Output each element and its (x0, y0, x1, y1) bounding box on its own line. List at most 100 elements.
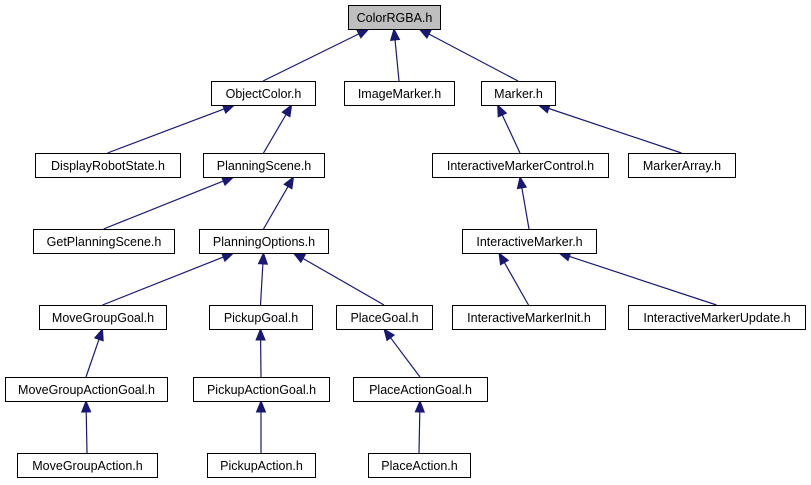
node-pickupgoal[interactable]: PickupGoal.h (209, 305, 313, 330)
arrowhead-interactivemarkercontrol-to-marker (497, 103, 508, 118)
node-label-placegoal: PlaceGoal.h (350, 311, 418, 325)
arrowhead-movegroupgoal-to-planningoptions (220, 252, 235, 263)
node-planningoptions[interactable]: PlanningOptions.h (199, 229, 329, 254)
node-marker[interactable]: Marker.h (481, 81, 556, 106)
node-movegroupactiongoal[interactable]: MoveGroupActionGoal.h (5, 377, 168, 402)
node-label-interactivemarkerupdate: InteractiveMarkerUpdate.h (643, 311, 790, 325)
node-interactivemarkerupdate[interactable]: InteractiveMarkerUpdate.h (628, 305, 806, 330)
node-box-pickupaction[interactable] (207, 453, 316, 478)
node-displayrobotstate[interactable]: DisplayRobotState.h (35, 153, 181, 178)
node-label-colorrgba: ColorRGBA.h (357, 11, 433, 25)
node-box-planningoptions[interactable] (199, 229, 329, 254)
node-box-displayrobotstate[interactable] (35, 153, 181, 178)
node-box-getplanningscene[interactable] (33, 229, 175, 254)
arrowhead-getplanningscene-to-planningscene (220, 176, 235, 187)
arrowhead-pickupaction-to-pickupactiongoal (255, 399, 267, 413)
arrowhead-marker-to-colorrgba (418, 28, 432, 39)
edge-placegoal-to-planningoptions (302, 257, 385, 306)
node-colorrgba[interactable]: ColorRGBA.h (348, 5, 441, 30)
node-markerarray[interactable]: MarkerArray.h (628, 153, 736, 178)
arrowhead-imagemarker-to-colorrgba (389, 27, 401, 41)
edge-marker-to-colorrgba (428, 33, 519, 82)
node-box-pickupgoal[interactable] (209, 305, 313, 330)
edge-interactivemarker-to-interactivemarkercontrol (521, 187, 530, 230)
node-box-placeactiongoal[interactable] (353, 377, 488, 402)
node-label-markerarray: MarkerArray.h (643, 159, 721, 173)
node-pickupaction[interactable]: PickupAction.h (207, 453, 316, 478)
node-label-placeactiongoal: PlaceActionGoal.h (369, 383, 472, 397)
arrowhead-pickupgoal-to-planningoptions (257, 251, 269, 265)
node-box-markerarray[interactable] (628, 153, 736, 178)
arrowhead-movegroupaction-to-movegroupactiongoal (80, 399, 92, 413)
node-label-movegroupgoal: MoveGroupGoal.h (52, 311, 154, 325)
node-box-interactivemarkerupdate[interactable] (628, 305, 806, 330)
node-box-movegroupgoal[interactable] (39, 305, 167, 330)
edge-movegroupgoal-to-planningoptions (102, 256, 224, 306)
node-label-marker: Marker.h (494, 87, 543, 101)
node-interactivemarkerinit[interactable]: InteractiveMarkerInit.h (452, 305, 606, 330)
arrowhead-placeactiongoal-to-placegoal (383, 327, 396, 342)
node-placeactiongoal[interactable]: PlaceActionGoal.h (353, 377, 488, 402)
node-label-pickupaction: PickupAction.h (220, 459, 303, 473)
node-label-movegroupaction: MoveGroupAction.h (32, 459, 143, 473)
node-getplanningscene[interactable]: GetPlanningScene.h (33, 229, 175, 254)
node-label-movegroupactiongoal: MoveGroupActionGoal.h (18, 383, 155, 397)
node-label-placeaction: PlaceAction.h (381, 459, 457, 473)
arrowhead-objectcolor-to-colorrgba (356, 28, 370, 39)
edge-interactivemarkerinit-to-interactivemarker (503, 262, 530, 306)
node-box-colorrgba[interactable] (348, 5, 441, 30)
edge-movegroupactiongoal-to-movegroupgoal (85, 339, 100, 378)
edge-interactivemarkercontrol-to-marker (501, 114, 521, 154)
arrowhead-movegroupactiongoal-to-movegroupgoal (93, 327, 104, 342)
arrowhead-planningscene-to-objectcolor (281, 103, 293, 118)
node-box-interactivemarkercontrol[interactable] (432, 153, 609, 178)
node-interactivemarker[interactable]: InteractiveMarker.h (462, 229, 597, 254)
node-box-placegoal[interactable] (336, 305, 433, 330)
edge-placeaction-to-placeactiongoal (418, 411, 421, 454)
node-label-interactivemarker: InteractiveMarker.h (476, 235, 582, 249)
arrowhead-planningoptions-to-planningscene (283, 175, 295, 190)
node-box-planningscene[interactable] (203, 153, 325, 178)
node-label-objectcolor: ObjectColor.h (226, 87, 302, 101)
node-imagemarker[interactable]: ImageMarker.h (344, 81, 455, 106)
node-label-displayrobotstate: DisplayRobotState.h (51, 159, 165, 173)
node-placegoal[interactable]: PlaceGoal.h (336, 305, 433, 330)
node-label-interactivemarkercontrol: InteractiveMarkerControl.h (447, 159, 594, 173)
node-objectcolor[interactable]: ObjectColor.h (211, 81, 316, 106)
edge-objectcolor-to-colorrgba (262, 33, 360, 82)
node-planningscene[interactable]: PlanningScene.h (203, 153, 325, 178)
arrowhead-pickupactiongoal-to-pickupgoal (255, 327, 266, 341)
node-movegroupgoal[interactable]: MoveGroupGoal.h (39, 305, 167, 330)
node-label-pickupgoal: PickupGoal.h (224, 311, 298, 325)
node-label-getplanningscene: GetPlanningScene.h (47, 235, 162, 249)
arrowhead-interactivemarkerinit-to-interactivemarker (498, 251, 510, 266)
edge-markerarray-to-marker (548, 107, 682, 154)
node-label-planningscene: PlanningScene.h (217, 159, 312, 173)
node-box-interactivemarker[interactable] (462, 229, 597, 254)
node-box-pickupactiongoal[interactable] (193, 377, 330, 402)
node-movegroupaction[interactable]: MoveGroupAction.h (17, 453, 158, 478)
node-pickupactiongoal[interactable]: PickupActionGoal.h (193, 377, 330, 402)
edge-displayrobotstate-to-objectcolor (107, 108, 225, 154)
edge-planningscene-to-objectcolor (262, 114, 287, 154)
edge-interactivemarkerupdate-to-interactivemarker (569, 255, 717, 306)
edge-imagemarker-to-colorrgba (394, 39, 400, 82)
node-box-marker[interactable] (481, 81, 556, 106)
arrowhead-interactivemarker-to-interactivemarkercontrol (516, 175, 528, 190)
node-placeaction[interactable]: PlaceAction.h (368, 453, 471, 478)
arrowhead-placeaction-to-placeactiongoal (414, 399, 426, 413)
node-box-placeaction[interactable] (368, 453, 471, 478)
node-box-imagemarker[interactable] (344, 81, 455, 106)
edge-planningoptions-to-planningscene (262, 186, 289, 230)
edge-getplanningscene-to-planningscene (103, 180, 224, 230)
node-label-interactivemarkerinit: InteractiveMarkerInit.h (467, 311, 591, 325)
node-interactivemarkercontrol[interactable]: InteractiveMarkerControl.h (432, 153, 609, 178)
node-box-movegroupactiongoal[interactable] (5, 377, 168, 402)
edge-pickupgoal-to-planningoptions (259, 263, 264, 306)
node-box-movegroupaction[interactable] (17, 453, 158, 478)
node-box-objectcolor[interactable] (211, 81, 316, 106)
node-box-interactivemarkerinit[interactable] (452, 305, 606, 330)
node-label-planningoptions: PlanningOptions.h (213, 235, 315, 249)
